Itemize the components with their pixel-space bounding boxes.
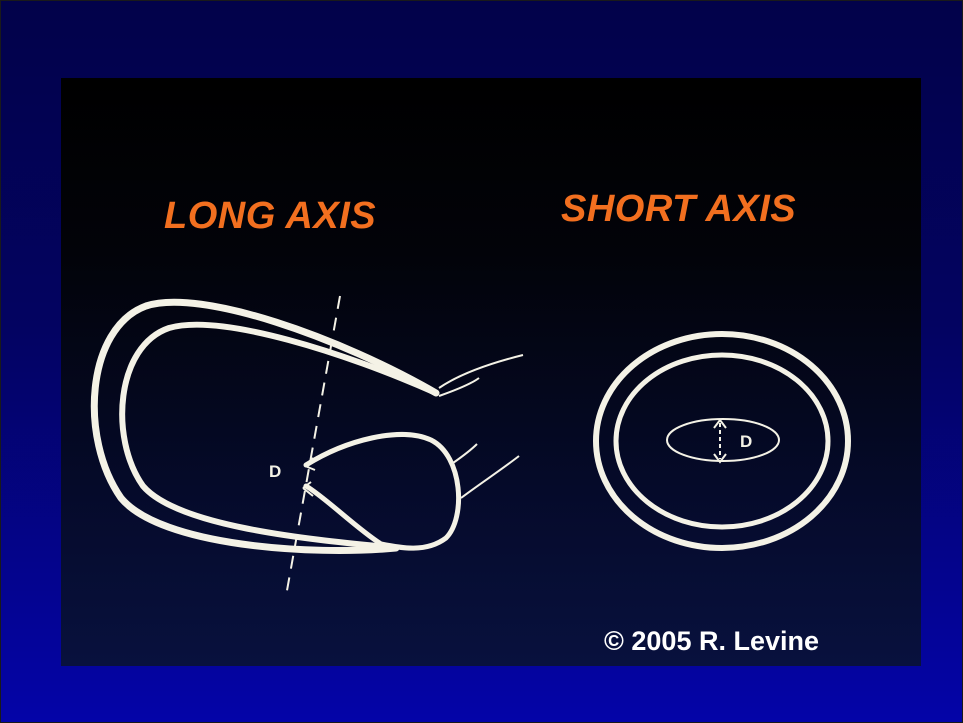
long-axis-leaflet-loop xyxy=(306,434,459,548)
long-axis-vessel-lower-1 xyxy=(453,444,477,463)
long-axis-vessel-upper-2 xyxy=(439,378,479,396)
short-axis-outer-ring xyxy=(596,334,848,548)
short-axis-dimension-label: D xyxy=(740,432,752,451)
short-axis-inner-ring xyxy=(616,355,828,527)
long-axis-view: D xyxy=(94,296,523,596)
copyright-notice: © 2005 R. Levine xyxy=(604,626,819,657)
heart-diagram: D D xyxy=(61,78,921,666)
long-axis-dimension-label: D xyxy=(269,462,281,481)
long-axis-vessel-upper-1 xyxy=(439,355,523,388)
short-axis-view: D xyxy=(596,334,848,548)
slide-panel: LONG AXIS SHORT AXIS xyxy=(61,78,921,666)
long-axis-vessel-lower-2 xyxy=(461,456,519,498)
